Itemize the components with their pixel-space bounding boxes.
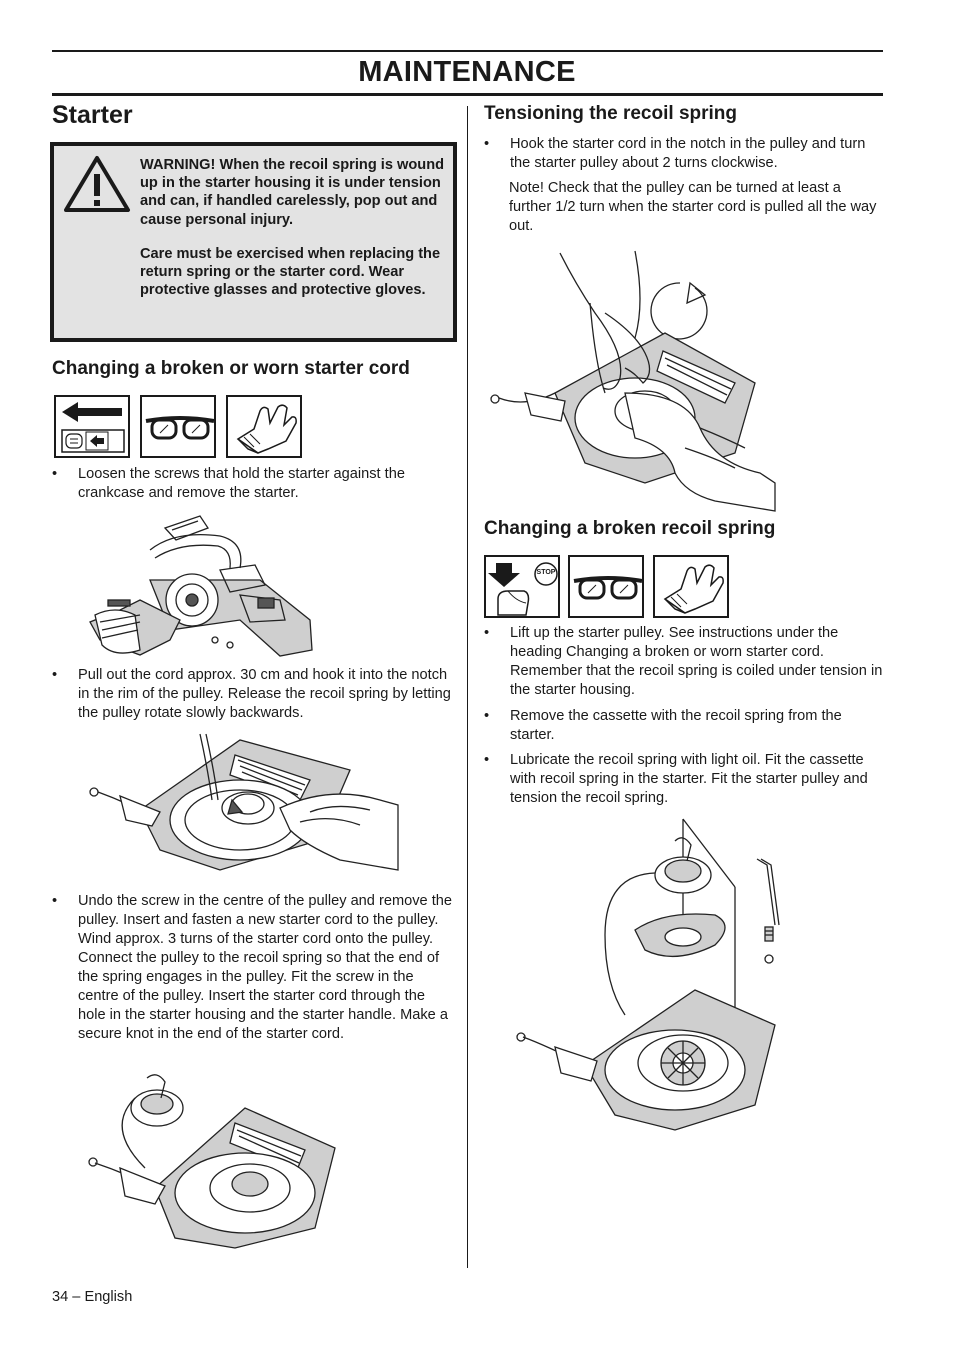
bullet-dot: • <box>52 893 58 909</box>
figure-chainsaw-starter-removed <box>89 515 313 657</box>
header-bottom-rule <box>52 93 883 96</box>
heading-starter-cord: Changing a broken or worn starter cord <box>52 358 410 379</box>
warning-paragraph-1: WARNING! When the recoil spring is wound… <box>140 157 445 228</box>
figure-release-recoil-spring <box>89 733 399 871</box>
list-item: • Remove the cassette with the recoil sp… <box>484 707 884 745</box>
warning-paragraph-2: Care must be exercised when replacing th… <box>140 245 441 299</box>
heading-tensioning-recoil-spring: Tensioning the recoil spring <box>484 103 738 124</box>
figure-exploded-recoil-spring <box>516 818 780 1131</box>
figure-pulley-removed <box>88 1074 336 1249</box>
bullet-text: Pull out the cord approx. 30 cm and hook… <box>78 667 451 721</box>
bullet-dot: • <box>484 625 490 641</box>
bullet-dot: • <box>484 752 490 768</box>
protective-glove-icon <box>653 555 729 618</box>
bullet-text: Undo the screw in the centre of the pull… <box>78 893 452 1042</box>
bullet-dot: • <box>52 667 58 683</box>
figure-tension-recoil-spring <box>490 250 776 512</box>
section-title-starter: Starter <box>52 101 133 129</box>
stop-label: STOP <box>536 569 556 576</box>
heading-changing-recoil-spring: Changing a broken recoil spring <box>484 518 776 539</box>
page-footer: 34 – English <box>52 1289 133 1305</box>
page-title: MAINTENANCE <box>358 56 576 88</box>
bullet-dot: • <box>52 466 58 482</box>
bullet-text: Loosen the screws that hold the starter … <box>78 466 405 501</box>
protective-glasses-icon <box>568 555 644 618</box>
list-item: • Lubricate the recoil spring with light… <box>484 751 884 808</box>
bullet-dot: • <box>484 708 490 724</box>
warning-box: WARNING! When the recoil spring is wound… <box>50 142 457 342</box>
protective-glove-icon <box>226 395 302 458</box>
warning-text: WARNING! When the recoil spring is wound… <box>140 156 445 315</box>
list-item: • Undo the screw in the centre of the pu… <box>52 892 452 1044</box>
bullet-dot: • <box>484 136 490 152</box>
column-divider <box>467 106 468 1268</box>
list-item: • Lift up the starter pulley. See instru… <box>484 624 884 700</box>
protective-glasses-icon <box>140 395 216 458</box>
bullet-text: Hook the starter cord in the notch in th… <box>510 136 866 171</box>
header-top-rule <box>52 50 883 52</box>
bullet-text: Lubricate the recoil spring with light o… <box>510 752 868 806</box>
tension-note: Note! Check that the pulley can be turne… <box>509 180 877 234</box>
stop-press-icon: STOP <box>484 555 560 618</box>
list-item: • Hook the starter cord in the notch in … <box>484 135 884 173</box>
list-item: • Loosen the screws that hold the starte… <box>52 465 452 503</box>
list-item: • Pull out the cord approx. 30 cm and ho… <box>52 666 452 723</box>
remove-arrow-icon <box>54 395 130 458</box>
warning-triangle-icon <box>64 156 130 212</box>
bullet-text: Remove the cassette with the recoil spri… <box>510 708 842 743</box>
bullet-text: Lift up the starter pulley. See instruct… <box>510 625 883 698</box>
